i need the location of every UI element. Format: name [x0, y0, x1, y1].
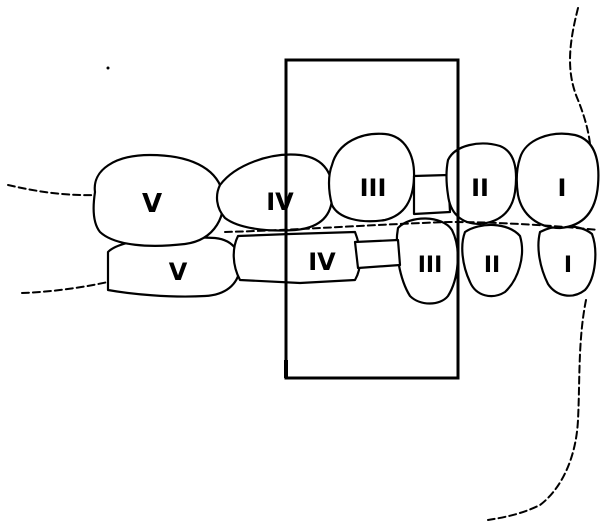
lower-label-v: V [169, 258, 188, 286]
lower-tooth-iv [232, 230, 362, 285]
lower-label-ii: II [484, 253, 500, 278]
lower-label-iii: III [418, 253, 443, 278]
lower-label-iv: IV [308, 248, 336, 276]
highlight-frame [284, 58, 460, 380]
upper-tooth-v [92, 153, 225, 247]
lower-connector [353, 238, 402, 270]
upper-tooth-iv [215, 153, 334, 232]
stray-dot [106, 66, 110, 70]
upper-tooth-i [515, 132, 600, 230]
upper-label-i: I [558, 174, 567, 202]
upper-label-iv: IV [266, 188, 294, 216]
upper-label-iii: III [360, 174, 387, 202]
upper-label-ii: II [471, 174, 489, 202]
upper-tooth-ii [445, 142, 518, 226]
lower-label-i: I [564, 253, 572, 278]
upper-tooth-iii [327, 132, 416, 223]
upper-connector [412, 173, 452, 216]
lower-tooth-iii [395, 217, 459, 305]
lower-tooth-ii [461, 223, 524, 298]
upper-label-v: V [142, 189, 162, 219]
lower-gum-line [21, 281, 109, 294]
upper-gum-line [7, 184, 96, 197]
